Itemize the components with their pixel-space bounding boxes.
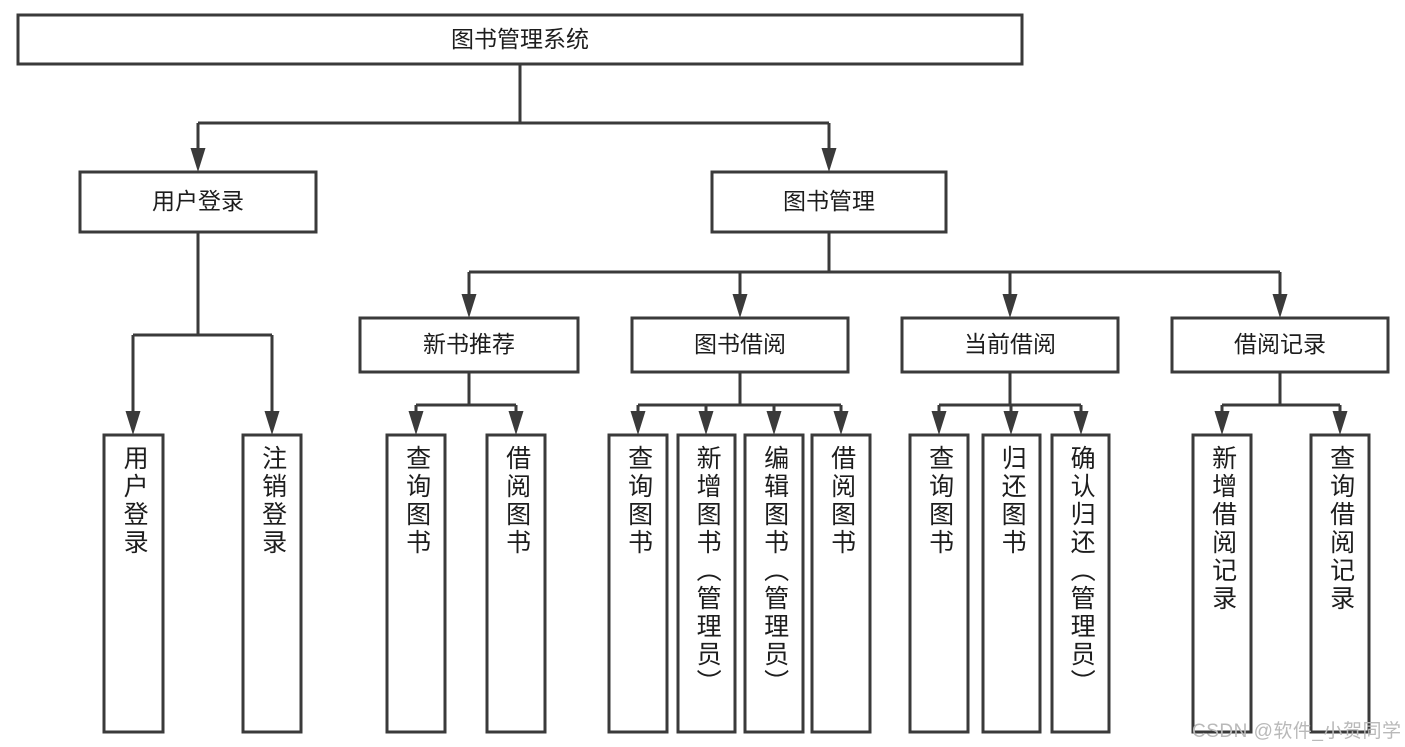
connector-borrow-record-to-leaves [1214,372,1348,435]
node-box-leaf-logout[interactable] [241,433,303,734]
arrow-head-icon [1214,411,1230,435]
arrow-head-icon [1003,411,1019,435]
node-box-leaf-add-record[interactable] [1191,433,1253,734]
arrow-head-icon [1332,411,1348,435]
arrow-head-icon [931,411,947,435]
arrow-head-icon [508,411,524,435]
connector-user-login-to-leaves [125,232,280,435]
arrow-head-icon [1073,411,1089,435]
node-box-new-book-rec[interactable] [358,316,580,374]
node-box-leaf-edit-book[interactable] [743,433,805,734]
watermark-text: CSDN @软件_小贺同学 [1192,721,1402,742]
arrow-head-icon [821,148,837,172]
node-box-book-borrow[interactable] [630,316,850,374]
node-box-leaf-query-book-1[interactable] [385,433,447,734]
arrow-head-icon [1002,294,1018,318]
arrow-head-icon [461,294,477,318]
arrow-head-icon [1272,294,1288,318]
arrow-head-icon [698,411,714,435]
node-box-root[interactable] [16,13,1024,66]
node-box-leaf-borrow-book-1[interactable] [485,433,547,734]
node-box-leaf-user-login[interactable] [102,433,165,734]
connector-root-to-level1 [190,64,837,172]
node-box-current-borrow[interactable] [900,316,1120,374]
arrow-head-icon [408,411,424,435]
node-box-leaf-add-book[interactable] [676,433,737,734]
connector-current-borrow-to-leaves [931,372,1089,435]
arrow-head-icon [125,411,141,435]
node-box-leaf-query-book-3[interactable] [908,433,970,734]
arrow-head-icon [264,411,280,435]
node-box-user-login[interactable] [78,170,318,234]
connector-book-borrow-to-leaves [630,372,849,435]
node-box-leaf-borrow-book-2[interactable] [810,433,872,734]
connector-new-book-rec-to-leaves [408,372,524,435]
arrow-head-icon [630,411,646,435]
node-box-leaf-query-record[interactable] [1309,433,1371,734]
connector-book-manage-to-level2 [461,232,1288,318]
node-box-leaf-query-book-2[interactable] [607,433,669,734]
node-box-book-manage[interactable] [710,170,948,234]
arrow-head-icon [732,294,748,318]
node-box-leaf-return-book[interactable] [981,433,1042,734]
arrow-head-icon [766,411,782,435]
arrow-head-icon [833,411,849,435]
arrow-head-icon [190,148,206,172]
node-box-borrow-record[interactable] [1170,316,1390,374]
node-box-leaf-confirm-return[interactable] [1050,433,1111,734]
